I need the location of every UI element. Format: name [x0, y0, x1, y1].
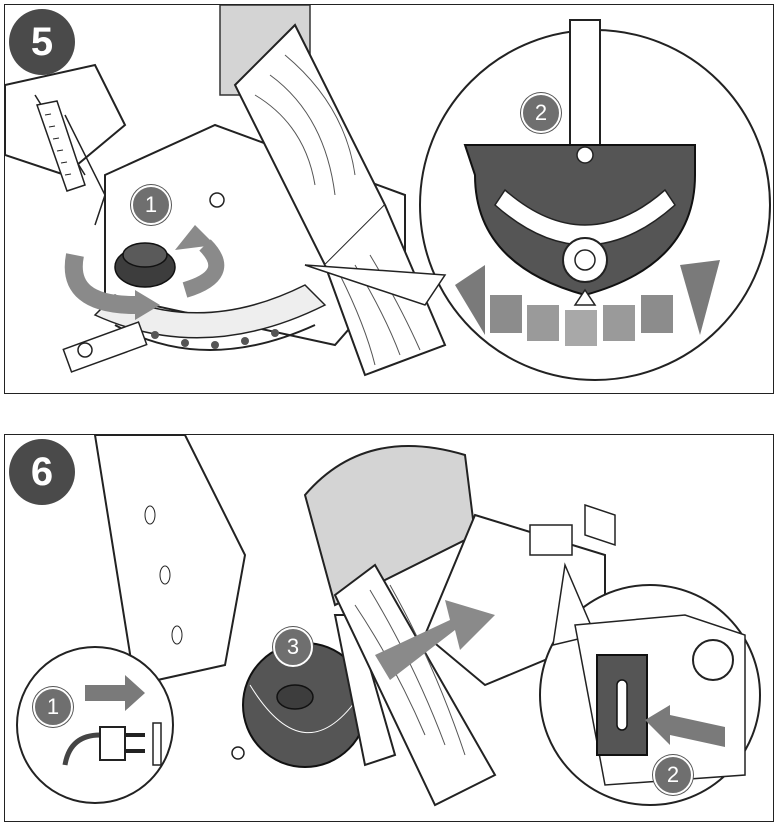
- pointer-triangle-icon: [573, 288, 597, 306]
- push-arrow-icon: [645, 705, 725, 747]
- step-5-badge: 5: [9, 9, 75, 75]
- power-indicator-icon: [692, 639, 734, 681]
- switch-housing-small: [529, 524, 573, 556]
- step-6-callout-2: 2: [653, 755, 693, 795]
- machine-body: [93, 435, 247, 687]
- miter-gauge: [93, 284, 327, 339]
- step-5-callout-2: 2: [521, 93, 561, 133]
- step-5-illustration: [5, 5, 771, 381]
- miter-rail: [62, 321, 148, 373]
- plug-icon: [62, 675, 162, 766]
- step-6-illustration: [16, 435, 761, 807]
- step-5-panel: 5: [4, 4, 774, 394]
- step-6-callout-3: 3: [273, 627, 313, 667]
- switch-icon: [596, 654, 648, 756]
- fence-bar: [569, 19, 601, 151]
- step-6-callout-1: 1: [33, 687, 73, 727]
- zoom-circle-left: [16, 646, 174, 804]
- step-6-badge: 6: [9, 439, 75, 505]
- step-5-callout-1: 1: [131, 185, 171, 225]
- machine-body: [5, 63, 127, 177]
- rail-screw-icon: [77, 342, 93, 358]
- step-6-panel: 6: [4, 434, 774, 822]
- star-knob-icon: [562, 237, 608, 283]
- sliding-direction-arrow-icon: [375, 600, 495, 680]
- knob-icon: [276, 684, 314, 710]
- rotate-arrows-icon: [64, 225, 225, 320]
- sliding-arrow-icon: [455, 260, 720, 346]
- sanding-disc: [303, 445, 477, 607]
- knob-icon: [114, 242, 176, 288]
- rail-screw-icon: [231, 746, 245, 760]
- angle-scale: [36, 100, 86, 192]
- wood-board: [333, 563, 497, 807]
